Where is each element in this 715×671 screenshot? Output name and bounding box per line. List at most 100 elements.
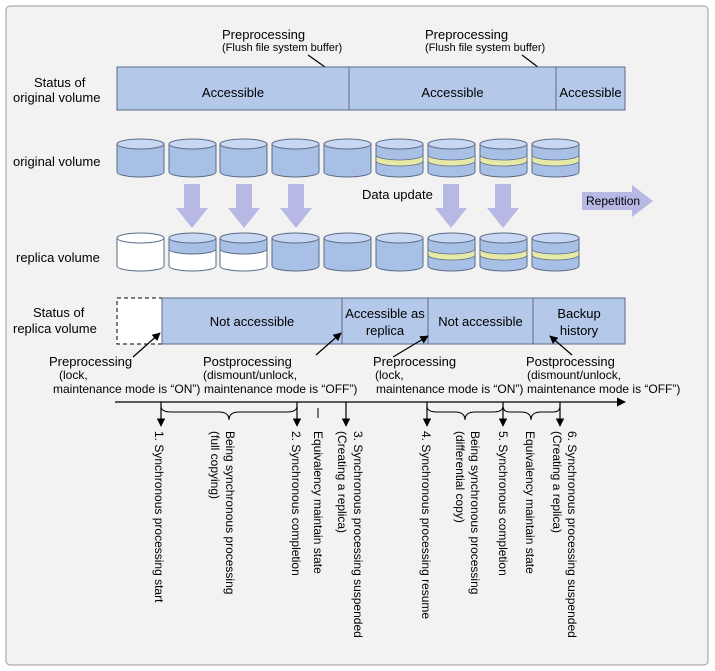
- repetition-label: Repetition: [586, 194, 640, 208]
- note-4-title: Postprocessing: [526, 354, 615, 369]
- note-2-line2: (dismount/unlock,: [203, 368, 297, 382]
- note-4-arrow: [549, 335, 573, 356]
- replica-status-segment: Not accessible: [210, 314, 295, 329]
- cylinder-top: [219, 232, 268, 244]
- timeline-event-label: Equivalency maintain state: [311, 431, 325, 574]
- original-status-segment: Accessible: [421, 85, 483, 100]
- note-3-line3: maintenance mode is “ON”): [376, 382, 523, 396]
- cylinder-top: [479, 232, 528, 244]
- note-3-line2: (lock,: [375, 368, 404, 382]
- original-status-bar: Accessible Accessible Accessible: [116, 66, 626, 111]
- brace-equivalency-2: [502, 405, 561, 421]
- volume-cylinder: [168, 138, 217, 178]
- replica-status-segment: history: [560, 323, 599, 338]
- replica-volume-row: [116, 232, 580, 272]
- volume-cylinder: [219, 232, 268, 272]
- status-original-label-line1: Status of: [34, 75, 86, 90]
- timeline-event-label: (differential copy): [453, 431, 467, 523]
- timeline-event-label: 3. Synchronous processing suspended: [351, 431, 365, 638]
- replica-status-segment: Backup: [557, 306, 600, 321]
- timeline-event-label: Being synchronous processing: [468, 431, 482, 594]
- timeline-event-label: (Creating a replica): [550, 431, 564, 533]
- cylinder-body: [116, 237, 165, 272]
- top-preprocessing-1-title: Preprocessing: [222, 27, 305, 42]
- cylinder-body: [375, 237, 424, 272]
- cylinder-body: [323, 237, 372, 272]
- top-preprocessing-1-sub: (Flush file system buffer): [222, 42, 342, 54]
- cylinder-update-band: [531, 248, 580, 261]
- replica-status-segment: Not accessible: [438, 314, 523, 329]
- cylinder-update-band: [427, 154, 476, 167]
- volume-cylinder: [271, 232, 320, 272]
- timeline-event-label: Being synchronous processing: [223, 431, 237, 594]
- cylinder-top: [479, 138, 528, 150]
- cylinder-top: [323, 138, 372, 150]
- volume-cylinder: [271, 138, 320, 178]
- note-4-line2: (dismount/unlock,: [527, 368, 621, 382]
- top-preprocessing-2-sub: (Flush file system buffer): [425, 42, 545, 54]
- volume-cylinder: [323, 232, 372, 272]
- cylinder-body: [168, 143, 217, 178]
- original-status-box: [116, 66, 626, 111]
- status-original-label-line2: original volume: [13, 90, 100, 105]
- status-replica-label-line1: Status of: [33, 305, 85, 320]
- original-status-segment: Accessible: [559, 85, 621, 100]
- note-2-arrow: [315, 332, 342, 356]
- cylinder-top: [168, 138, 217, 150]
- cylinder-top: [427, 138, 476, 150]
- cylinder-update-band: [375, 154, 424, 167]
- cylinder-top: [271, 232, 320, 244]
- volume-cylinder: [116, 232, 165, 272]
- replica-status-segment: replica: [366, 323, 405, 338]
- volume-cylinder: [116, 138, 165, 178]
- note-1: Preprocessing (lock, maintenance mode is…: [49, 354, 200, 396]
- note-1-title: Preprocessing: [49, 354, 132, 369]
- note-1-line3: maintenance mode is “ON”): [53, 382, 200, 396]
- cylinder-update-band: [427, 248, 476, 261]
- volume-cylinder: [531, 138, 580, 178]
- volume-cylinder: [375, 232, 424, 272]
- cylinder-top: [219, 138, 268, 150]
- timeline-event-label: 4. Synchronous processing resume: [419, 431, 433, 619]
- note-4: Postprocessing (dismount/unlock, mainten…: [526, 354, 680, 396]
- copy-down-arrow: [487, 184, 519, 228]
- volume-cylinder: [427, 232, 476, 272]
- cylinder-top: [116, 138, 165, 150]
- cylinder-body: [219, 143, 268, 178]
- replica-volume-label: replica volume: [16, 250, 100, 265]
- brace-full-copy: [160, 405, 298, 421]
- top-preprocessing-2-title: Preprocessing: [425, 27, 508, 42]
- note-2-line3: maintenance mode is “OFF”): [204, 382, 357, 396]
- copy-down-arrow: [435, 184, 467, 228]
- top-preprocessing-1: Preprocessing (Flush file system buffer): [222, 27, 342, 54]
- top-preprocessing-2: Preprocessing (Flush file system buffer): [425, 27, 545, 54]
- cylinder-top: [427, 232, 476, 244]
- volume-cylinder: [531, 232, 580, 272]
- volume-cylinder: [219, 138, 268, 178]
- timeline-event-label: (full copying): [208, 431, 222, 499]
- timeline-event-label: Equivalency maintain state: [523, 431, 537, 574]
- repetition-arrow-shape: [582, 185, 653, 217]
- timeline-event-label: 5. Synchronous completion: [496, 431, 510, 576]
- cylinder-body: [323, 143, 372, 178]
- repetition-arrow: Repetition: [582, 185, 653, 217]
- cylinder-top: [168, 232, 217, 244]
- volume-cylinder: [168, 232, 217, 272]
- cylinder-body: [271, 143, 320, 178]
- volume-cylinder: [479, 232, 528, 272]
- cylinder-update-band: [531, 154, 580, 167]
- timeline-event-label: 6. Synchronous processing suspended: [565, 431, 579, 638]
- original-status-segment: Accessible: [202, 85, 264, 100]
- original-volume-row: [116, 138, 580, 178]
- note-2: Postprocessing (dismount/unlock, mainten…: [203, 354, 357, 396]
- cylinder-body: [271, 237, 320, 272]
- timeline-event-label: 2. Synchronous completion: [289, 431, 303, 576]
- note-3-title: Preprocessing: [373, 354, 456, 369]
- cylinder-update-band: [479, 154, 528, 167]
- copy-down-arrow: [228, 184, 260, 228]
- volume-cylinder: [479, 138, 528, 178]
- copy-down-arrow: [176, 184, 208, 228]
